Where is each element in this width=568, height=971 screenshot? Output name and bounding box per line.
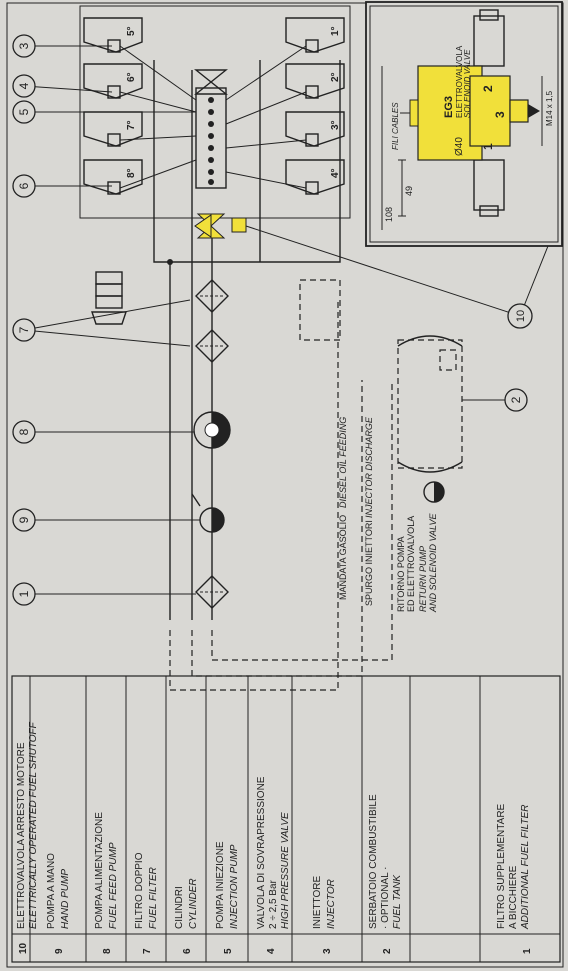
- legend-num-3: 3: [322, 948, 333, 954]
- callout-5: 5: [17, 108, 31, 115]
- callout-6: 6: [17, 182, 31, 189]
- inset-port-2: 2: [481, 85, 495, 92]
- legend-it2-1: A BICCHIERE: [508, 865, 519, 929]
- inset-title-it: ELETTROVALVOLA: [455, 45, 464, 118]
- label-return-en-2: AND SOLENOID VALVE: [428, 512, 438, 613]
- inset-dim-49: 49: [404, 186, 414, 196]
- legend-en-2: FUEL TANK: [392, 874, 403, 929]
- label-discharge: SPURGO INIETTORI: [364, 520, 374, 606]
- label-return-1: RITORNO POMPA: [396, 536, 406, 612]
- legend-it-9: POMPA A MANO: [46, 853, 57, 929]
- legend-it-4: VALVOLA DI SOVRAPRESSIONE: [256, 776, 267, 929]
- legend-it-7: FILTRO DOPPIO: [134, 852, 145, 929]
- legend-it-2: SERBATOIO COMBUSTIBILE: [368, 794, 379, 929]
- cyl-5: 5°: [126, 26, 137, 36]
- engine-block: 5° 6° 7° 8° 1° 2° 3° 4°: [79, 5, 351, 239]
- legend-en-10: ELETTRICALLY OPERATED FUEL SHUTOFF: [28, 721, 39, 929]
- cyl-3: 3°: [330, 120, 341, 130]
- legend-num-1: 1: [522, 948, 533, 954]
- callouts: 3 4 5 6 7 8 9 1 10 2: [12, 34, 557, 606]
- legend-en-3: INJECTOR: [326, 879, 337, 929]
- cyl-7: 7°: [126, 120, 137, 130]
- legend-en-7: FUEL FILTER: [148, 867, 159, 929]
- legend-it-5: POMPA INIEZIONE: [215, 841, 226, 929]
- legend-table: 10 ELETTROVALVOLA ARRESTO MOTORE ELETTRI…: [11, 675, 561, 963]
- legend-en-4: HIGH PRESSURE VALVE: [280, 812, 291, 929]
- cyl-1: 1°: [330, 26, 341, 36]
- legend-it-1: FILTRO SUPPLEMENTARE: [496, 803, 507, 929]
- callout-2: 2: [509, 396, 523, 403]
- callout-8: 8: [17, 428, 31, 435]
- inset-port-3: 3: [493, 111, 507, 118]
- legend-en-5: INJECTION PUMP: [229, 844, 240, 929]
- inset-diam: Ø40: [454, 137, 465, 156]
- inset-cables: FILI CABLES: [391, 102, 400, 150]
- legend-num-5: 5: [223, 948, 234, 954]
- label-return-2: ED ELETTROVALVOLA: [406, 516, 416, 612]
- legend-it-10: ELETTROVALVOLA ARRESTO MOTORE: [16, 742, 27, 929]
- callout-1: 1: [17, 590, 31, 597]
- legend-it-6: CILINDRI: [174, 886, 185, 929]
- callout-9: 9: [17, 516, 31, 523]
- inset-solenoid-valve: EG3 ELETTROVALVOLA SOLENOID VALVE FILI C…: [365, 1, 563, 247]
- legend-en-9: HAND PUMP: [60, 869, 71, 929]
- legend-it-3: INIETTORE: [312, 876, 323, 929]
- cyl-2: 2°: [330, 72, 341, 82]
- cyl-4: 4°: [330, 168, 341, 178]
- label-feed-en: DIESEL OIL FEEDING: [338, 417, 348, 508]
- legend-num-9: 9: [54, 948, 65, 954]
- inset-thread: M14 x 1,5: [545, 90, 554, 126]
- legend-num-4: 4: [266, 948, 277, 954]
- components: [91, 271, 463, 609]
- legend-en-8: FUEL FEED PUMP: [108, 842, 119, 929]
- legend-en-1: ADDITIONAL FUEL FILTER: [520, 805, 531, 930]
- label-feed: MANDATA GASOLIO: [338, 515, 348, 600]
- legend-num-6: 6: [182, 948, 193, 954]
- label-return-en-1: RETURN PUMP: [418, 546, 428, 612]
- fuel-lines: MANDATA GASOLIO DIESEL OIL FEEDING SPURG…: [153, 60, 438, 691]
- label-discharge-en: INJECTOR DISCHARGE: [364, 416, 374, 518]
- legend-it-8: POMPA ALIMENTAZIONE: [94, 812, 105, 929]
- inset-port-1: 1: [481, 143, 495, 150]
- callout-10: 10: [515, 310, 527, 322]
- inset-title-en: SOLENOID VALVE: [463, 49, 472, 118]
- inset-dim-108: 108: [384, 207, 394, 222]
- cyl-6: 6°: [126, 72, 137, 82]
- legend-num-10: 10: [18, 942, 29, 954]
- legend-it2-2: · OPTIONAL ·: [380, 867, 391, 929]
- inset-code: EG3: [443, 96, 455, 118]
- legend-en-6: CYLINDER: [188, 878, 199, 929]
- callout-4: 4: [17, 82, 31, 89]
- legend-it2-4: 2 ÷ 2,5 Bar: [268, 879, 279, 929]
- legend-num-7: 7: [142, 948, 153, 954]
- cyl-8: 8°: [126, 168, 137, 178]
- legend-num-2: 2: [382, 948, 393, 954]
- callout-3: 3: [17, 42, 31, 49]
- page-frame: [6, 2, 564, 968]
- callout-7: 7: [17, 326, 31, 333]
- legend-num-8: 8: [102, 948, 113, 954]
